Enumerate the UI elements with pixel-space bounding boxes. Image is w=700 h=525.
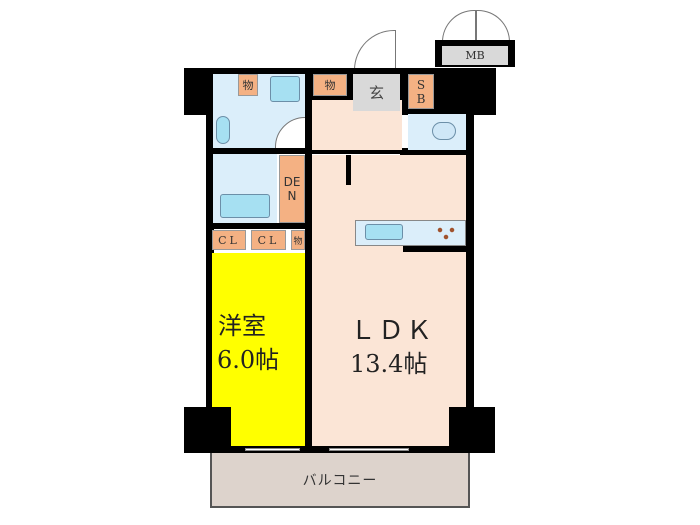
wall-inner-6 bbox=[346, 155, 351, 185]
pillar-bottom-right bbox=[449, 407, 495, 453]
wall-left bbox=[206, 100, 214, 430]
storage-3: 物 bbox=[291, 230, 305, 250]
stove-icon bbox=[436, 226, 458, 240]
entrance: 玄 bbox=[353, 74, 400, 111]
closet-2: CL bbox=[251, 230, 286, 250]
wall-inner-4 bbox=[213, 223, 313, 229]
washing-machine-icon bbox=[270, 76, 300, 102]
mb-doors bbox=[442, 10, 510, 43]
ldk-name: ＬＤＫ bbox=[350, 316, 435, 346]
storage-1: 物 bbox=[238, 74, 258, 96]
storage-2: 物 bbox=[313, 74, 347, 96]
wall-inner-5 bbox=[305, 229, 312, 449]
meter-box-label: MB bbox=[465, 49, 485, 62]
western-room-name: 洋室 bbox=[218, 312, 266, 340]
western-room-size: 6.0帖 bbox=[217, 346, 280, 374]
kitchen-sink-icon bbox=[365, 224, 403, 240]
sink-icon bbox=[216, 116, 230, 144]
entrance-door bbox=[354, 30, 396, 71]
bathtub-icon bbox=[220, 194, 270, 218]
ldk-size: 13.4帖 bbox=[350, 350, 428, 378]
window-2 bbox=[329, 448, 409, 451]
ldk bbox=[312, 155, 466, 448]
meter-box: MB bbox=[442, 46, 508, 65]
kitchen-wall bbox=[403, 246, 468, 252]
wall-inner-2 bbox=[213, 148, 413, 154]
shoe-box: SB bbox=[408, 74, 434, 109]
pillar-bottom-left bbox=[184, 407, 231, 453]
balcony: バルコニー bbox=[210, 453, 470, 508]
wall-right bbox=[466, 100, 474, 430]
closet-1: CL bbox=[212, 230, 246, 250]
wall-inner-3 bbox=[400, 150, 470, 155]
window-1 bbox=[245, 448, 300, 451]
balcony-label: バルコニー bbox=[302, 472, 378, 489]
toilet-icon bbox=[432, 122, 456, 140]
den: DEN bbox=[279, 155, 305, 223]
